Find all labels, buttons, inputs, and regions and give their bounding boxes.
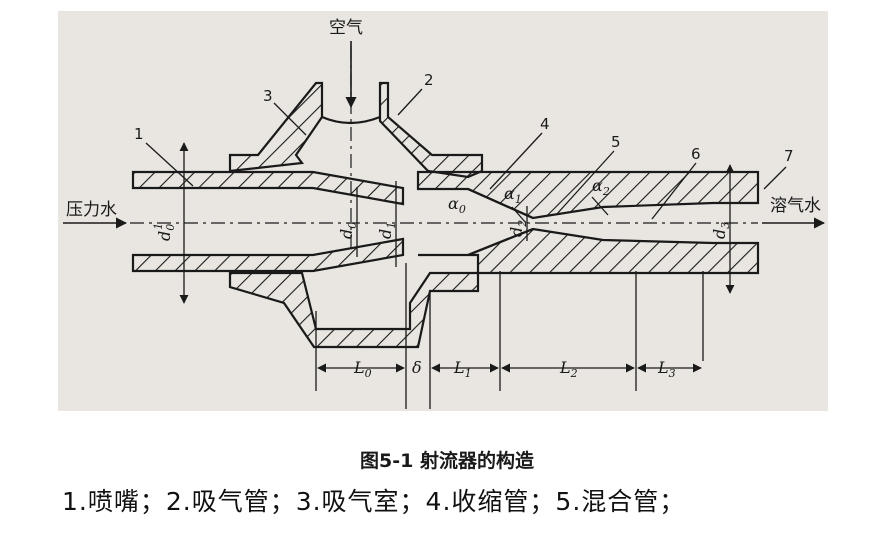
- label-d0-1: d01: [152, 223, 177, 241]
- part-number-5: 5: [611, 133, 621, 151]
- label-alpha1: α1: [504, 184, 522, 206]
- part-number-6: 6: [691, 145, 701, 163]
- leader-7: [763, 166, 787, 190]
- mixing-tube-bottom-wall: [418, 227, 760, 275]
- svg-text:d2: d2: [507, 220, 529, 237]
- svg-text:d3: d3: [710, 222, 732, 239]
- bore-line-top: [467, 187, 534, 220]
- svg-text:d01: d01: [152, 223, 177, 241]
- label-alpha2: α2: [592, 176, 610, 198]
- label-d1: d1: [376, 222, 398, 239]
- mixing-tube-top-wall: [416, 170, 760, 220]
- part-number-3: 3: [263, 87, 273, 105]
- svg-text:d1: d1: [376, 222, 398, 239]
- nozzle-bottom-wall: [131, 237, 405, 273]
- label-d3: d3: [710, 222, 732, 239]
- label-d2: d2: [507, 220, 529, 237]
- pressure-water-label: 压力水: [66, 200, 117, 220]
- label-L1: L1: [453, 358, 472, 380]
- suction-chamber-top: [228, 81, 324, 173]
- label-d0: d0: [337, 222, 359, 239]
- leader-alpha2: [591, 196, 609, 216]
- suction-chamber-bottom: [228, 271, 480, 349]
- leader-3: [273, 102, 307, 136]
- dissolved-water-label: 溶气水: [770, 196, 821, 216]
- label-delta: δ: [412, 358, 422, 377]
- ejector-diagram: 空气 压力水 溶气水 1 2 3 4 5 6 7 d01 d0 d1 d2 d3…: [58, 11, 828, 411]
- leader-4: [489, 132, 543, 190]
- figure-caption: 图5-1 射流器的构造: [360, 450, 534, 472]
- ejector-body: [131, 81, 760, 349]
- part-number-7: 7: [784, 147, 794, 165]
- air-label: 空气: [329, 18, 363, 38]
- label-L0: L0: [353, 358, 372, 380]
- leader-alpha1: [511, 206, 527, 224]
- nozzle-top-wall: [131, 170, 405, 206]
- air-pipe-bore: [321, 115, 381, 125]
- parts-legend: 1.喷嘴；2.吸气管；3.吸气室；4.收缩管；5.混合管；: [62, 487, 686, 516]
- part-number-2: 2: [424, 71, 434, 89]
- leader-2: [397, 88, 423, 116]
- svg-text:d0: d0: [337, 222, 359, 239]
- leader-5: [555, 150, 615, 216]
- label-L3: L3: [657, 358, 676, 380]
- label-alpha0: α0: [448, 194, 466, 216]
- suction-chamber-top-right: [378, 81, 484, 179]
- leader-1: [145, 142, 194, 187]
- part-number-4: 4: [540, 115, 550, 133]
- label-L2: L2: [559, 358, 578, 380]
- part-number-1: 1: [134, 125, 144, 143]
- bore-line-bottom: [467, 227, 534, 257]
- leader-6: [651, 162, 697, 220]
